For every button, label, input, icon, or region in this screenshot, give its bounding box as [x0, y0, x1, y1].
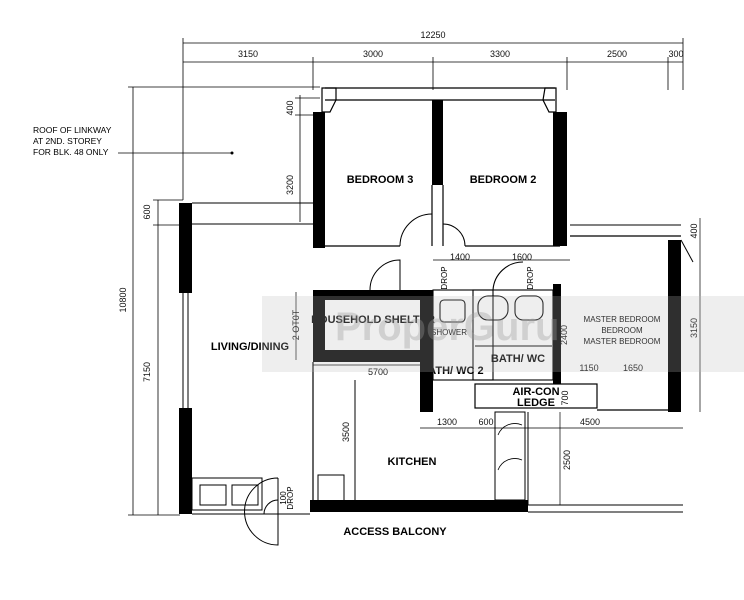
roof-note-dot	[230, 151, 234, 155]
entrance-drop-value: 100	[279, 491, 288, 505]
dim-top-seg-3: 3300	[490, 49, 510, 59]
dim-bedroom-top: 400	[285, 100, 295, 115]
drop-label-1: DROP	[440, 266, 449, 289]
roof-note-line1: ROOF OF LINKWAY	[33, 125, 112, 135]
drop-label-2: DROP	[526, 266, 535, 289]
dim-top-seg-4: 2500	[607, 49, 627, 59]
master-label-2: BEDROOM	[601, 326, 643, 335]
room-bath-wc2-line: BATH/ WC 2	[420, 365, 483, 377]
dim-bedroom-height: 3200	[285, 175, 295, 195]
aircon-ledge-line2: LEDGE	[517, 397, 555, 409]
bath-right-wall	[553, 284, 561, 384]
dim-corridor-left: 1400	[450, 252, 470, 262]
kitchen-walls	[310, 362, 683, 513]
dim-mid-1300: 1300	[437, 417, 457, 427]
watermark-band	[262, 296, 744, 372]
master-label-3: MASTER BEDROOM	[584, 337, 661, 346]
access-balcony-label: ACCESS BALCONY	[343, 526, 447, 538]
room-bedroom-2: BEDROOM 2	[470, 174, 537, 186]
dim-mid-600: 600	[478, 417, 493, 427]
bedroom-walls	[313, 87, 567, 248]
dim-left-lower: 7150	[142, 362, 152, 382]
master-label-1: MASTER BEDROOM	[584, 315, 661, 324]
aircon-ledge-box	[474, 383, 598, 409]
dim-kitchen-height: 3500	[341, 422, 351, 442]
entrance-walls	[191, 477, 310, 546]
left-dimension-lines	[128, 86, 320, 516]
room-living-dining: LIVING/DINING	[211, 341, 289, 353]
entrance-drop-label: DROP	[286, 486, 295, 509]
top-dimension-lines	[182, 38, 684, 200]
watermark-text: ProperGuru	[335, 305, 559, 349]
dim-shelter-width: 5700	[368, 367, 388, 377]
roof-note-line2: AT 2ND. STOREY	[33, 136, 102, 146]
dim-top-seg-5: 300	[668, 49, 683, 59]
dim-left-upper: 600	[142, 204, 152, 219]
dim-right-top: 400	[689, 223, 699, 238]
room-bedroom-3: BEDROOM 3	[347, 174, 414, 186]
shelter-door	[369, 259, 401, 291]
room-household-shelter: HOUSEHOLD SHELTER	[311, 314, 435, 326]
household-shelter-walls	[313, 290, 433, 412]
bedroom-doors	[399, 213, 466, 247]
master-walls	[570, 224, 694, 412]
dim-top-seg-2: 3000	[363, 49, 383, 59]
dim-ledge-height: 700	[560, 390, 570, 405]
roof-note-line3: FOR BLK. 48 ONLY	[33, 147, 109, 157]
room-kitchen: KITCHEN	[388, 456, 437, 468]
bath-fixture-label: SHOWER	[431, 328, 467, 337]
dim-corridor-right: 1600	[512, 252, 532, 262]
dim-master-lower-right: 1650	[623, 363, 643, 373]
dim-top-seg-1: 3150	[238, 49, 258, 59]
dim-right-side: 3150	[689, 318, 699, 338]
dim-bath-height: 2400	[559, 325, 569, 345]
dim-master-lower-left: 1150	[579, 363, 598, 373]
dim-kitchen-side: 2500	[562, 450, 572, 470]
dim-mid-4500: 4500	[580, 417, 600, 427]
dim-left-total: 10800	[118, 287, 128, 312]
aircon-ledge-line1: AIR-CON	[512, 386, 559, 398]
room-bath-wc: BATH/ WC	[491, 353, 545, 365]
dim-top-total: 12250	[420, 30, 445, 40]
living-walls	[179, 202, 313, 514]
